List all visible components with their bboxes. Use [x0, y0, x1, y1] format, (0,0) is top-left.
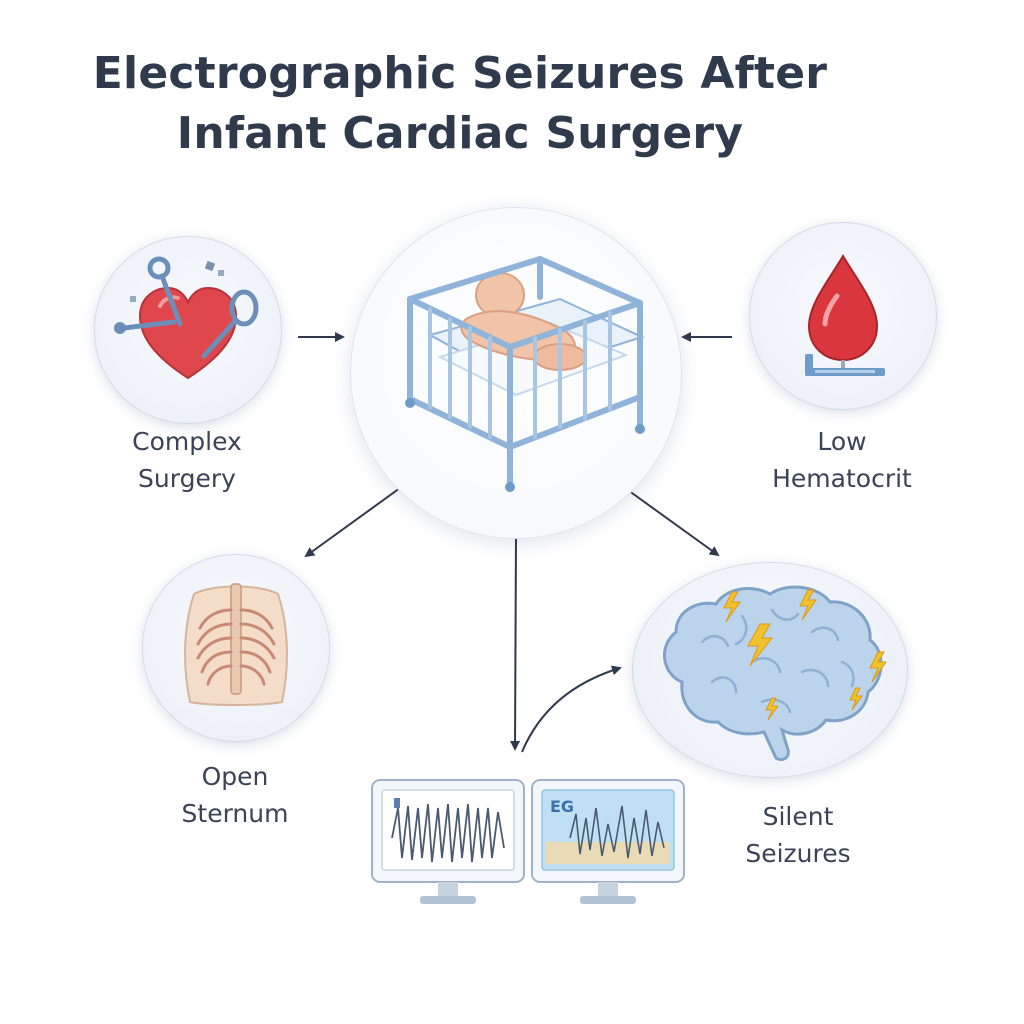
open-sternum-label-line-2: Sternum: [181, 799, 289, 828]
title-line-1: Electrographic Seizures After: [92, 48, 828, 99]
arrow-infant-to-eeg: [510, 534, 521, 751]
open-sternum-label-line-1: Open: [201, 762, 269, 791]
low-hematocrit-label-line-1: Low: [817, 427, 867, 456]
open-sternum-node: [142, 554, 330, 742]
complex-surgery-label-line-1: Complex: [132, 427, 242, 456]
title-line-2: Infant Cardiac Surgery: [176, 108, 744, 159]
brain-seizure-icon: [663, 585, 887, 762]
ribcage-icon: [184, 583, 288, 706]
complex-surgery-node: [94, 236, 282, 424]
arrow-infant-to-sternum: [304, 487, 401, 558]
low-hematocrit-label: Low Hematocrit: [732, 423, 952, 497]
heart-surgery-icon: [114, 256, 259, 380]
low-hematocrit-label-line-2: Hematocrit: [772, 464, 912, 493]
page-title: Electrographic Seizures After Infant Car…: [0, 44, 920, 164]
eeg-monitor-right: EG: [531, 779, 685, 904]
complex-surgery-label-line-2: Surgery: [138, 464, 236, 493]
infant-crib-icon: [405, 256, 645, 492]
eeg-monitor-icon: EG: [371, 779, 685, 904]
arrow-infant-to-seizures: [624, 487, 720, 557]
silent-seizures-label: Silent Seizures: [688, 798, 908, 872]
silent-seizures-label-line-2: Seizures: [745, 839, 851, 868]
low-hematocrit-node: [749, 222, 937, 410]
eeg-monitor-left: [371, 779, 525, 904]
arrow-eeg-to-seizures: [521, 665, 622, 753]
eeg-screen-label: EG: [550, 797, 574, 816]
open-sternum-label: Open Sternum: [125, 758, 345, 832]
infant-crib-node: [350, 207, 682, 539]
blood-drop-icon: [805, 254, 885, 376]
complex-surgery-label: Complex Surgery: [77, 423, 297, 497]
silent-seizures-node: [632, 562, 908, 778]
silent-seizures-label-line-1: Silent: [762, 802, 834, 831]
